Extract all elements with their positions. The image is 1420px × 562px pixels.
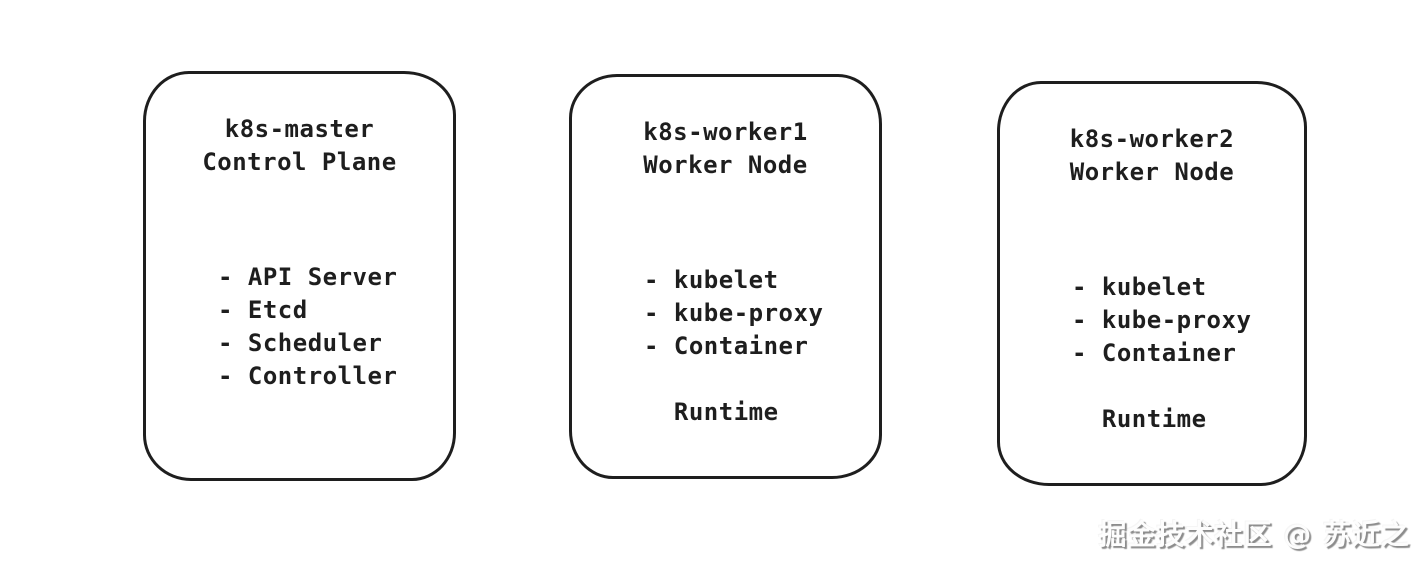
node-component-list: - kubelet - kube-proxy - Container Runti… — [644, 264, 879, 429]
node-title: k8s-master Control Plane — [146, 113, 453, 179]
component-item: - kubelet — [644, 266, 779, 294]
component-item: - kube-proxy — [1072, 306, 1252, 334]
node-role: Control Plane — [202, 148, 397, 176]
node-hostname: k8s-master — [224, 115, 375, 143]
node-component-list: - kubelet - kube-proxy - Container Runti… — [1072, 271, 1304, 436]
component-item — [644, 363, 879, 396]
node-title: k8s-worker2 Worker Node — [1000, 123, 1304, 189]
node-hostname: k8s-worker2 — [1069, 125, 1235, 153]
component-item: - kubelet — [1072, 273, 1207, 301]
component-item: - Container — [1072, 339, 1237, 367]
node-hostname: k8s-worker1 — [643, 118, 808, 146]
component-item: - Container — [644, 332, 809, 360]
component-item: Runtime — [644, 398, 779, 426]
component-item: - Etcd — [218, 296, 308, 324]
node-component-list: - API Server - Etcd - Scheduler - Contro… — [218, 261, 453, 393]
watermark: 掘金技术社区 @ 苏近之 — [1098, 518, 1410, 551]
component-item: - Controller — [218, 362, 398, 390]
component-item: - kube-proxy — [644, 299, 824, 327]
node-card-k8s-worker1: k8s-worker1 Worker Node - kubelet - kube… — [569, 74, 882, 479]
node-role: Worker Node — [1069, 158, 1235, 186]
node-title: k8s-worker1 Worker Node — [572, 116, 879, 182]
node-role: Worker Node — [643, 151, 808, 179]
component-item — [1072, 370, 1304, 403]
node-card-k8s-worker2: k8s-worker2 Worker Node - kubelet - kube… — [997, 81, 1307, 486]
component-item: - API Server — [218, 263, 398, 291]
node-card-k8s-master: k8s-master Control Plane - API Server - … — [143, 71, 456, 481]
component-item: - Scheduler — [218, 329, 383, 357]
component-item: Runtime — [1072, 405, 1207, 433]
